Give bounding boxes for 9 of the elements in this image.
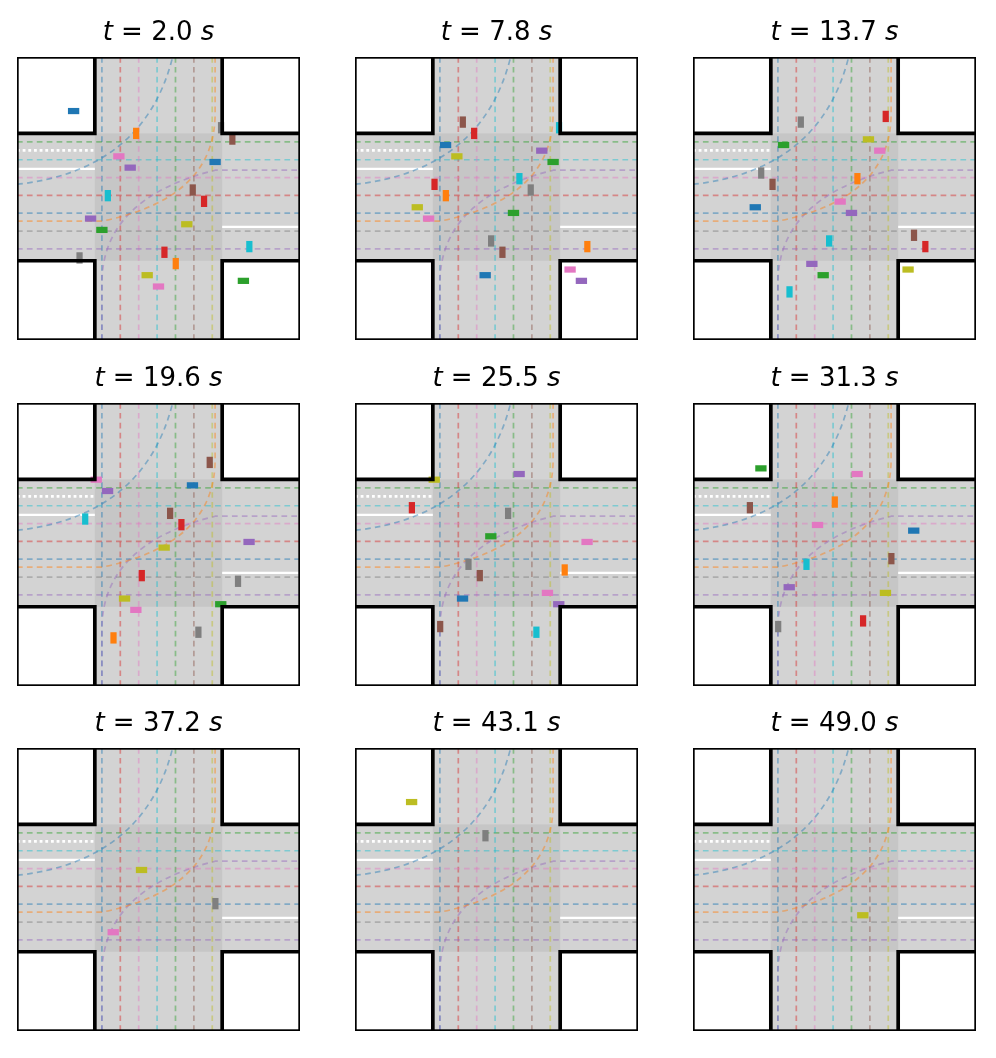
panel-title: t = 19.6 s — [93, 361, 224, 393]
panel-title: t = 13.7 s — [769, 15, 900, 47]
panel-title: t = 37.2 s — [93, 706, 224, 738]
panel-title: t = 31.3 s — [769, 361, 900, 393]
panel-title: t = 2.0 s — [101, 15, 216, 47]
panel-title: t = 25.5 s — [431, 361, 562, 393]
panel-title: t = 49.0 s — [769, 706, 900, 738]
panel-title: t = 7.8 s — [439, 15, 554, 47]
panel-title: t = 43.1 s — [431, 706, 562, 738]
